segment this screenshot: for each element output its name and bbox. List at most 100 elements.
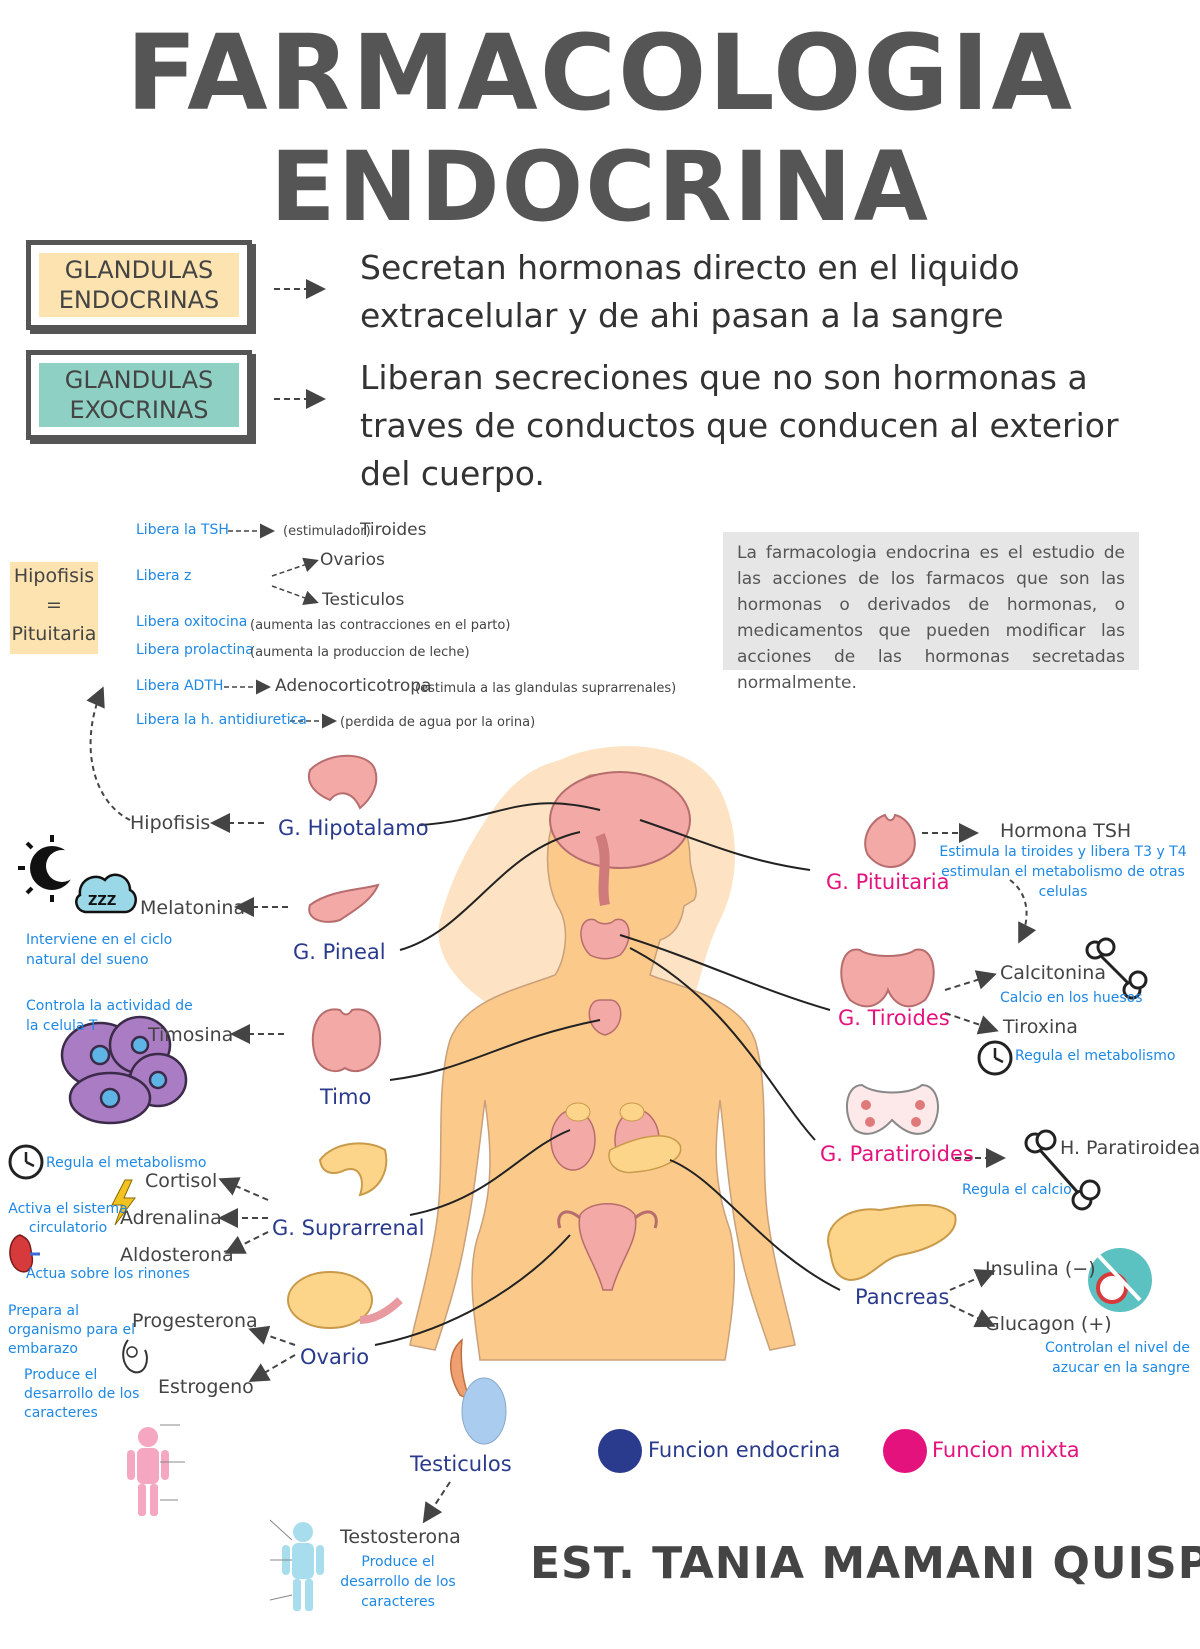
female-figure-icon [127, 1427, 169, 1516]
hipofisis-box-line2: = [46, 594, 62, 616]
legend-endocrine-dot [598, 1429, 642, 1473]
cells-icon [60, 1015, 188, 1125]
clock-icon-tiroxina [977, 1040, 1013, 1076]
fetus-icon [122, 1339, 148, 1374]
parathyroid-dot-2 [915, 1100, 925, 1110]
line-ovario [374, 1234, 571, 1346]
hormone-tsh-label: Hormona TSH [1000, 820, 1132, 842]
info-box: La farmacologia endocrina es el estudio … [723, 532, 1139, 693]
testiculos-illustration [449, 1338, 472, 1402]
brainstem-organ [595, 833, 610, 906]
pancreas-organ-body [608, 1135, 682, 1174]
hipofisis-item-prolactina: Libera prolactina [136, 642, 254, 658]
brain-organ [549, 771, 691, 869]
note-aldosterona: Actua sobre los rinones [26, 1266, 190, 1282]
hipofisis-item-ovarios: Ovarios [320, 550, 385, 570]
legend-mixed-label: Funcion mixta [932, 1438, 1080, 1462]
line-paratiroides [629, 947, 816, 1141]
hormone-adrenalina-label: Adrenalina [120, 1207, 222, 1229]
note-tiroxina: Regula el metabolismo [1015, 1048, 1176, 1064]
author-name: EST. TANIA MAMANI QUISPE [530, 1538, 1200, 1589]
line-pancreas [669, 1159, 841, 1291]
hipofisis-box: Hipofisis = Pituitaria [10, 562, 98, 654]
body-silhouette [409, 773, 796, 1361]
gland-testiculos-label: Testiculos [410, 1452, 512, 1476]
line-pineal [399, 831, 581, 951]
male-figure-leader-lines [269, 1519, 293, 1601]
arrow-estrogeno [248, 1354, 296, 1383]
clock-icon-cortisol [8, 1144, 44, 1180]
insulin-syringe-icon [1088, 1248, 1152, 1312]
arrow-testiculos [271, 585, 319, 605]
pituitaria-illustration [864, 813, 916, 868]
hormone-glucagon-label: Glucagon (+) [985, 1313, 1112, 1335]
gland-pituitaria-label: G. Pituitaria [826, 870, 950, 894]
fallopian-left [557, 1210, 581, 1229]
page-title-line2: ENDOCRINA [270, 131, 930, 243]
gland-pancreas-label: Pancreas [855, 1285, 950, 1309]
arrow-glucagon [949, 1304, 996, 1328]
parathyroid-dot-1 [861, 1100, 871, 1110]
exocrine-glands-box: GLANDULAS EXOCRINAS [26, 350, 252, 440]
hipofisis-item-oxitocina-note: (aumenta las contracciones en el parto) [250, 618, 511, 633]
hormone-paratiroidea-label: H. Paratiroidea [1060, 1137, 1200, 1159]
ovario-tube-illustration [359, 1297, 403, 1324]
hipofisis-item-testiculos: Testiculos [322, 590, 405, 610]
arrow-aldosterona [224, 1231, 269, 1254]
paratiroides-illustration [845, 1083, 939, 1135]
hipofisis-item-z: Libera z [136, 568, 192, 584]
ovario-illustration [287, 1271, 373, 1329]
endocrine-description: Secretan hormonas directo en el liquido … [360, 248, 1020, 335]
arrow-progesterona [248, 1325, 296, 1346]
parathyroid-dot-3 [865, 1117, 875, 1127]
gland-ovario-label: Ovario [300, 1345, 370, 1369]
tiroides-illustration [840, 948, 935, 1008]
kidney-icon [9, 1234, 40, 1273]
hipofisis-target-label: Hipofisis [130, 812, 211, 834]
hormone-progesterona-label: Progesterona [132, 1310, 258, 1332]
note-estrogeno: Produce el desarrollo de los caracteres [24, 1367, 140, 1421]
gland-suprarrenal-label: G. Suprarrenal [272, 1216, 425, 1240]
note-tsh: Estimula la tiroides y libera T3 y T4 es… [939, 844, 1187, 900]
uterus-organ [578, 1203, 637, 1291]
hipofisis-item-prolactina-note: (aumenta la produccion de leche) [250, 645, 470, 660]
note-cortisol: Regula el metabolismo [46, 1155, 207, 1171]
hormone-cortisol-label: Cortisol [145, 1170, 218, 1192]
hormone-melatonina-label: Melatonina [140, 897, 246, 919]
parathyroid-dot-4 [911, 1117, 921, 1127]
line-pituitaria [639, 819, 811, 871]
arrow-tiroxina [944, 1012, 999, 1035]
svg-text:ZZZ: ZZZ [88, 894, 116, 909]
hormone-insulina-label: Insulina (−) [985, 1258, 1096, 1280]
endocrine-glands-box: GLANDULAS ENDOCRINAS [26, 240, 252, 330]
adrenal-left-organ [565, 1102, 591, 1122]
hipofisis-item-antidiuretica: Libera la h. antidiuretica [136, 712, 307, 728]
note-pancreas: Controlan el nivel de azucar en la sangr… [1045, 1340, 1190, 1376]
line-hipotalamo [419, 802, 601, 826]
note-testosterona: Produce el desarrollo de los caracteres [340, 1554, 456, 1610]
hipofisis-box-line3: Pituitaria [11, 623, 97, 645]
hormone-estrogeno-label: Estrogeno [158, 1376, 254, 1398]
gland-paratiroides-label: G. Paratiroides [820, 1142, 974, 1166]
endocrine-glands-label: GLANDULAS ENDOCRINAS [58, 256, 220, 314]
line-timo [389, 1019, 601, 1081]
legend-endocrine-label: Funcion endocrina [648, 1438, 841, 1462]
thymus-organ-body [588, 999, 622, 1036]
hipofisis-item-adth-target: Adenocorticotropa [275, 676, 432, 696]
hormone-timosina-label: Timosina [148, 1024, 234, 1046]
note-adrenalina: Activa el sistema circulatorio [8, 1201, 128, 1236]
suprarrenal-illustration [318, 1142, 388, 1197]
fallopian-right [634, 1210, 658, 1229]
female-figure-leader-lines [160, 1424, 185, 1501]
hormone-aldosterona-label: Aldosterona [120, 1244, 234, 1266]
arrow-testosterona [422, 1481, 451, 1524]
hormone-tiroxina-label: Tiroxina [1003, 1016, 1078, 1038]
pineal-illustration [308, 883, 380, 923]
hipofisis-item-tsh-target: Tiroides [360, 520, 427, 540]
arrow-hipofisis-up [86, 686, 131, 821]
gland-hipotalamo-label: G. Hipotalamo [278, 816, 429, 840]
testiculo-illustration [461, 1377, 507, 1445]
male-figure-icon [282, 1522, 324, 1611]
hipofisis-item-tsh: Libera la TSH [136, 522, 229, 538]
